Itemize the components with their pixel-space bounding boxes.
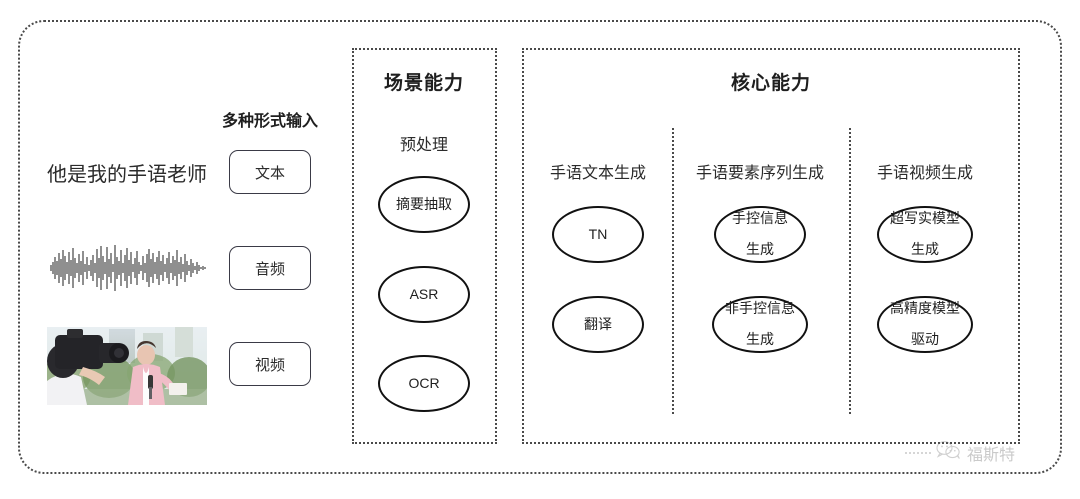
core-panel-title: 核心能力 (730, 73, 812, 94)
node-label-line2: 生成 (911, 241, 939, 258)
node-translation[interactable]: 翻译 (552, 296, 644, 353)
node-label: OCR (408, 374, 440, 391)
node-photorealistic-model-generation[interactable]: 超写实模型 生成 (877, 206, 973, 263)
node-label: 翻译 (584, 315, 612, 332)
scenario-group-label-preprocess: 预处理 (399, 137, 449, 154)
node-label-line1: 手控信息 (732, 209, 788, 226)
core-column-label-text-generation: 手语文本生成 (549, 165, 647, 182)
outer-frame (18, 20, 1062, 474)
node-high-precision-model-driving[interactable]: 高精度模型 驱动 (877, 296, 973, 353)
node-label-line2: 生成 (746, 331, 774, 348)
modality-box-video[interactable]: 视频 (229, 342, 311, 386)
modality-label: 音频 (254, 260, 285, 278)
node-ocr[interactable]: OCR (378, 355, 470, 412)
modality-box-text[interactable]: 文本 (229, 150, 311, 194)
modality-label: 文本 (254, 164, 285, 182)
node-label-line2: 生成 (746, 241, 774, 258)
node-tn[interactable]: TN (552, 206, 644, 263)
node-label-line1: 超写实模型 (890, 209, 960, 226)
node-label: TN (588, 225, 608, 242)
scenario-capability-panel (352, 48, 497, 444)
node-summary-extraction[interactable]: 摘要抽取 (378, 176, 470, 233)
core-column-divider-1 (672, 128, 674, 414)
node-manual-signal-generation[interactable]: 手控信息 生成 (714, 206, 806, 263)
node-label: ASR (409, 285, 439, 302)
core-column-label-video-generation: 手语视频生成 (876, 165, 974, 182)
core-column-divider-2 (849, 128, 851, 414)
input-sample-sentence: 他是我的手语老师 (47, 164, 207, 186)
node-asr[interactable]: ASR (378, 266, 470, 323)
core-column-label-element-sequence: 手语要素序列生成 (695, 165, 825, 182)
waveform-icon (47, 242, 209, 294)
watermark: 福斯特 (905, 440, 1015, 465)
scenario-panel-title: 场景能力 (383, 73, 465, 94)
core-capability-panel (522, 48, 1020, 444)
node-label-line1: 高精度模型 (890, 299, 960, 316)
node-label-line1: 非手控信息 (725, 299, 795, 316)
node-non-manual-signal-generation[interactable]: 非手控信息 生成 (712, 296, 808, 353)
video-thumbnail (47, 327, 207, 405)
modality-label: 视频 (254, 356, 285, 374)
modality-box-audio[interactable]: 音频 (229, 246, 311, 290)
watermark-text: 福斯特 (967, 446, 1016, 464)
node-label: 摘要抽取 (396, 195, 452, 212)
watermark-dots (905, 451, 931, 454)
input-section-heading: 多种形式输入 (221, 113, 319, 130)
wechat-icon (936, 440, 962, 465)
node-label-line2: 驱动 (911, 331, 939, 348)
